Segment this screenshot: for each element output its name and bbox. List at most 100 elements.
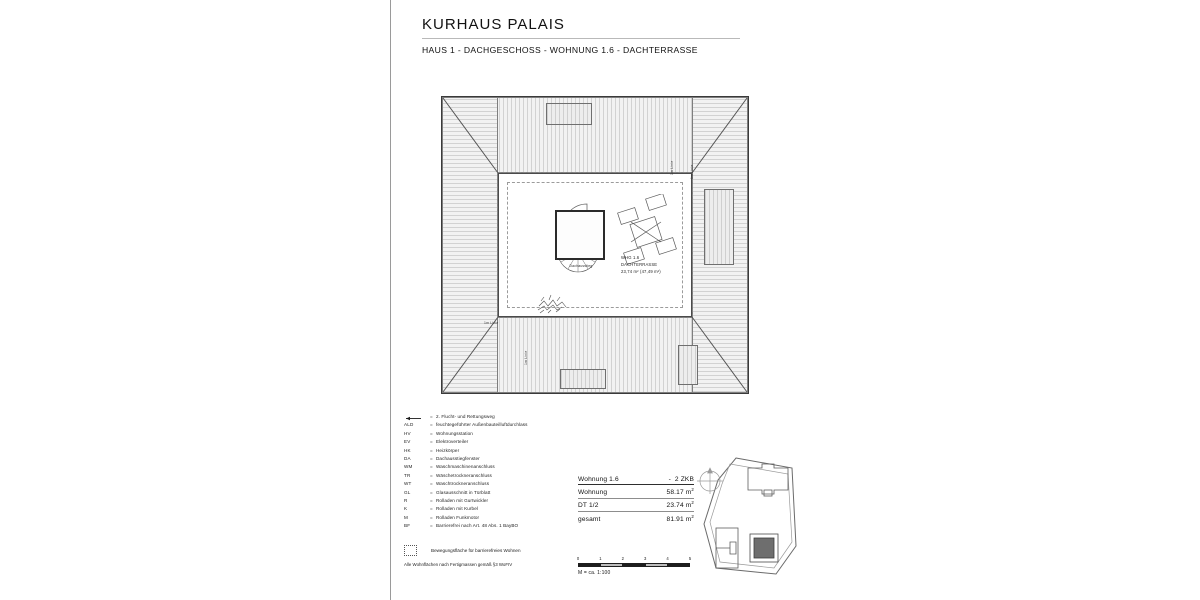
table-row: DT 1/2 23.74 m2 — [578, 499, 694, 511]
legend-equals: = — [430, 497, 433, 503]
roof-plan-drawing: Dachausstieg — [441, 96, 749, 394]
legend-equals: = — [430, 489, 433, 495]
legend-row-text: Rolladen Funkmotor — [436, 514, 480, 520]
title-divider — [422, 38, 740, 39]
unit-label-name: WHG 1.6 — [621, 255, 640, 260]
legend-equals: = — [430, 439, 433, 445]
legend-row: GL =Glasausschnitt in Türblatt — [404, 490, 554, 498]
one-meter-line-label-ne2: 1m Linie — [690, 164, 694, 179]
area-row-value: 23.74 m2 — [667, 500, 694, 509]
legend-row: TR =Wäschetrockneranschluss — [404, 473, 554, 481]
legend-abbr: BF — [404, 523, 411, 529]
legend-abbreviations: = 2. Flucht- und Rettungsweg ALD=feuchte… — [404, 414, 554, 531]
scale-tick: 5 — [688, 556, 692, 561]
legend-row-text: Waschmaschinenanschluss — [436, 464, 495, 470]
legend-row: K=Rolladen mit Kurbel — [404, 506, 554, 514]
legend-equals: = — [430, 523, 433, 529]
area-table-type: - 2 ZKB — [669, 476, 694, 483]
terrace-boundary-dashed — [507, 182, 683, 308]
roof-chimney — [678, 345, 698, 385]
legend-equals: = — [430, 430, 433, 436]
roof-terrace-area: Dachausstieg — [498, 173, 692, 317]
legend-abbr: ALD — [404, 422, 414, 428]
legend-row: DA =Dachausstiegfenster — [404, 456, 554, 464]
planter-shrub-icon — [537, 294, 567, 314]
area-row-label: Wohnung — [578, 488, 608, 496]
legend-equals: = — [430, 414, 433, 419]
roof-dormer-south — [560, 369, 606, 389]
scale-segment — [667, 564, 690, 566]
roof-surface-west — [442, 97, 498, 393]
stair-label: Dachausstieg — [569, 264, 593, 268]
legend-abbr: HK — [404, 447, 411, 453]
legend-abbr: M — [404, 514, 409, 520]
legend-row-text: Rolladen mit Kurbel — [436, 506, 478, 512]
scale-segment — [623, 564, 646, 566]
area-table-header: Wohnung 1.6 - 2 ZKB — [578, 474, 694, 484]
sheet-margin-rule — [390, 0, 391, 600]
legend-equals: = — [430, 481, 433, 487]
total-number: 81.91 m — [666, 515, 692, 523]
legend-row: BF =Barrierefrei nach Art. 48 Abs. 1 BayB… — [404, 523, 554, 531]
legend-row-text: Wäschetrockneranschluss — [436, 472, 492, 478]
site-plan — [697, 457, 797, 575]
scale-segment — [579, 564, 602, 566]
legend-equals: = — [430, 464, 433, 470]
legend-row: WM =Waschmaschinenanschluss — [404, 464, 554, 472]
legend-row: M =Rolladen Funkmotor — [404, 515, 554, 523]
scale-tick: 0 — [576, 556, 580, 561]
site-building-north — [747, 463, 789, 497]
scale-tick: 3 — [644, 556, 647, 561]
page-title: KURHAUS PALAIS — [422, 16, 565, 33]
unit-label-type: DACHTERRASSE — [621, 262, 658, 267]
scale-bar: 0 1 2 3 4 5 M = ca. 1:100 — [576, 556, 692, 576]
scale-tick: 4 — [666, 556, 669, 561]
area-row-sup: 2 — [691, 500, 694, 506]
scale-segment — [601, 564, 624, 566]
legend-equals: = — [430, 472, 433, 478]
roof-dormer-east — [704, 189, 734, 265]
legend-row-text: Waschtrockneranschluss — [436, 481, 490, 487]
legend-equals: = — [430, 422, 433, 428]
area-row-number: 23.74 m — [666, 502, 692, 510]
table-row: Wohnung 58.17 m2 — [578, 485, 694, 497]
total-label: gesamt — [578, 515, 601, 523]
legend-abbr: TR — [404, 472, 411, 478]
legend-row: = 2. Flucht- und Rettungsweg — [404, 414, 554, 422]
movement-area-label: Bewegungsfläche für barrierefreies Wohne… — [431, 548, 521, 553]
area-table-divider — [578, 510, 694, 512]
area-table-divider — [578, 484, 694, 486]
area-row-value: 58.17 m2 — [667, 487, 694, 496]
legend-row-text: feuchtegeführter Außenbauteilluftdurchla… — [436, 422, 528, 428]
scale-tick: 2 — [621, 556, 624, 561]
legend-row-text: Dachausstiegfenster — [436, 455, 480, 461]
legend-abbr: WM — [404, 464, 413, 470]
legend-abbr: GL — [404, 489, 411, 495]
one-meter-line-label-sw: 1m Linie — [484, 321, 499, 325]
one-meter-line-label-s: 1m Linie — [524, 350, 528, 365]
one-meter-line-label-ne1: 1m Linie — [670, 160, 674, 175]
scale-caption: M = ca. 1:100 — [578, 569, 611, 576]
legend-equals: = — [430, 455, 433, 461]
legend-abbr: K — [404, 506, 408, 512]
legend-footnote: Alle Wohnflächen nach Fertigmassen gemäß… — [404, 562, 513, 567]
unit-label: WHG 1.6 DACHTERRASSE 23,74 m² (47,49 m²) — [621, 254, 661, 275]
legend-equals: = — [430, 514, 433, 520]
setback-line — [709, 463, 793, 569]
legend-abbr: R — [404, 497, 408, 503]
area-table-total: gesamt 81.91 m2 — [578, 512, 694, 524]
page-subtitle: HAUS 1 - DACHGESCHOSS - WOHNUNG 1.6 - DA… — [422, 45, 698, 55]
area-table-rooms: 2 ZKB — [674, 475, 694, 483]
unit-label-area: 23,74 m² (47,49 m²) — [621, 269, 661, 274]
north-compass-icon — [697, 467, 723, 494]
legend-abbr: EV — [404, 439, 411, 445]
legend-row-text: Glasausschnitt in Türblatt — [436, 489, 491, 495]
movement-area-swatch — [404, 545, 417, 556]
legend-abbr: DA — [404, 455, 411, 461]
site-building-west — [715, 527, 739, 569]
legend-row: HK=Heizkörper — [404, 448, 554, 456]
legend-row: ALD =feuchtegeführter Außenbauteilluftdur… — [404, 422, 554, 430]
legend-row: R=Rolladen mit Gurtwickler — [404, 498, 554, 506]
property-boundary — [703, 457, 797, 575]
legend-row-text: Barrierefrei nach Art. 48 Abs. 1 BayBO — [436, 523, 519, 529]
